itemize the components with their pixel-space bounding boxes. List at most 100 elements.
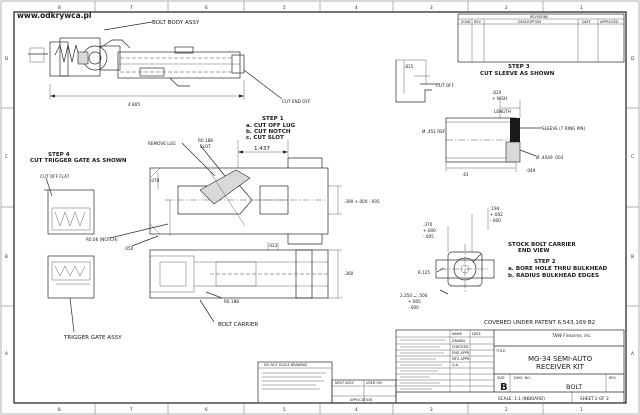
dim-070: .070	[150, 178, 160, 183]
sleeve-section-view	[445, 100, 542, 172]
callout-bolt-body-assy: BOLT BODY ASSY	[152, 20, 200, 26]
dim-61: .61	[462, 172, 469, 177]
step3-subtitle: CUT SLEEVE AS SHOWN	[480, 71, 555, 77]
dim-2250-plus: +.005	[408, 299, 421, 304]
revisions-header: DESCRIPTION	[518, 20, 541, 24]
do-not-scale-note: DO NOT SCALE DRAWING	[264, 363, 308, 367]
border-zone-bottom: 8 7 6 5 4 3 2 1	[58, 403, 583, 414]
revisions-header: DATE	[582, 20, 591, 24]
dwg-no-label: DWG. NO.	[514, 376, 531, 380]
used-on-label: USED ON	[366, 381, 382, 385]
dim-370-plus: +.000	[423, 228, 436, 233]
zone-number: 4	[355, 5, 358, 10]
zone-letter: C	[631, 154, 634, 159]
step1-item: a. CUT OFF LUG	[246, 123, 296, 129]
size-value: B	[500, 382, 508, 393]
sleeve-top-view	[395, 59, 440, 103]
revisions-header: ZONE	[461, 20, 471, 24]
zone-number: 8	[58, 407, 61, 412]
dim-r06-notch: R0.06 (NOTCH)	[86, 237, 118, 242]
drawing-subtitle: RECEIVER KIT	[536, 363, 585, 371]
dim-2250: 2.250 ⌴ .500	[400, 293, 428, 298]
eng-appr-label: ENG APPR.	[452, 351, 470, 355]
zone-number: 1	[580, 5, 583, 10]
next-assy-label: NEXT ASSY	[335, 381, 355, 385]
step2-title: STEP 2	[534, 259, 556, 265]
company-name: TNW Firearms, Inc.	[552, 333, 592, 338]
zone-letter: A	[631, 351, 634, 356]
size-label: SIZE	[497, 376, 505, 380]
scale-note: SCALE: 1:1 (INBOARD)	[498, 396, 545, 401]
step1-item: b. CUT NOTCH	[246, 129, 291, 135]
drawn-label: DRAWN	[452, 339, 465, 343]
zone-number: 2	[505, 407, 508, 412]
qa-label: Q.A.	[452, 363, 459, 367]
revisions-table: REVISIONS ZONE REV. DESCRIPTION DATE APP…	[457, 13, 625, 63]
zone-number: 3	[430, 407, 433, 412]
step4-title: STEP 4	[48, 152, 70, 158]
callout-remove-lug: REMOVE LUG	[148, 141, 176, 146]
zone-letter: B	[5, 254, 8, 259]
trigger-gate-upper-view	[44, 177, 95, 235]
zone-letter: B	[631, 254, 634, 259]
zone-number: 1	[580, 407, 583, 412]
drawing-title: MG-34 SEMI-AUTO	[528, 355, 593, 363]
zone-number: 6	[205, 5, 208, 10]
bolt-carrier-side-view	[149, 242, 342, 323]
zone-number: 5	[283, 5, 286, 10]
title-label: TITLE:	[495, 349, 506, 353]
sheet-note: SHEET 2 OF 3	[580, 396, 609, 401]
name-label: NAME	[452, 332, 462, 336]
step2-item: b. RADIUS BULKHEAD EDGES	[508, 273, 599, 279]
trigger-gate-lower-view	[47, 255, 95, 333]
zone-number: 8	[58, 5, 61, 10]
callout-bolt-carrier: BOLT CARRIER	[218, 322, 258, 328]
zone-number: 2	[505, 5, 508, 10]
dim-length: LENGTH	[494, 109, 511, 114]
border-zone-left: D C B A	[1, 56, 14, 356]
dim-r125: R.125	[418, 270, 430, 275]
dim-4805: 4.805	[128, 102, 140, 107]
dim-370-value: .370	[423, 222, 433, 227]
callout-trigger-gate-assy: TRIGGER GATE ASSY	[63, 335, 122, 341]
dim-360: .360	[344, 271, 354, 276]
callout-sleeve: SLEEVE (7 RING PIN)	[542, 126, 585, 131]
zone-number: 5	[283, 407, 286, 412]
step3-title: STEP 3	[508, 64, 530, 70]
dim-023: .023	[268, 243, 278, 248]
step4-subtitle: CUT TRIGGER GATE AS SHOWN	[30, 158, 127, 164]
border-zone-right: D C B A	[626, 56, 639, 356]
zone-number: 3	[430, 5, 433, 10]
zone-letter: D	[5, 56, 8, 61]
zone-letter: A	[5, 351, 8, 356]
dim-049: .049	[526, 168, 536, 173]
dim-194-minus: -.000	[490, 218, 501, 223]
bolt-carrier-top-view	[109, 140, 342, 247]
bolt-carrier-end-view	[435, 208, 495, 295]
dim-nish: + NISH	[492, 96, 507, 101]
application-label: APPLICATION	[350, 398, 372, 402]
zone-letter: D	[631, 56, 634, 61]
checked-label: CHECKED	[452, 345, 469, 349]
zone-number: 4	[355, 407, 358, 412]
dim-370-minus: -.005	[423, 234, 434, 239]
dim-194-plus: +.002	[490, 212, 503, 217]
dim-390: .390 +.000 -.005	[344, 199, 380, 204]
dwg-no-value: BOLT	[566, 383, 582, 391]
revisions-title: REVISIONS	[530, 15, 548, 19]
dim-620: .620	[492, 90, 502, 95]
revisions-header: REV.	[474, 20, 481, 24]
dim-slot: SLOT	[200, 144, 211, 149]
bolt-body-assembly-view	[28, 21, 283, 100]
step2-item: a. BORE HOLE THRU BULKHEAD	[508, 266, 608, 272]
callout-stock-bolt-carrier: STOCK BOLT CARRIER	[508, 242, 576, 248]
zone-letter: C	[5, 154, 8, 159]
dim-194-value: .194	[490, 206, 500, 211]
step1-item: c. CUT SLOT	[246, 135, 284, 141]
zone-number: 7	[130, 5, 133, 10]
dim-r188-slot: R0.188	[198, 138, 213, 143]
date-label: DATE	[472, 332, 481, 336]
dim-1437: 1.437	[254, 146, 270, 152]
